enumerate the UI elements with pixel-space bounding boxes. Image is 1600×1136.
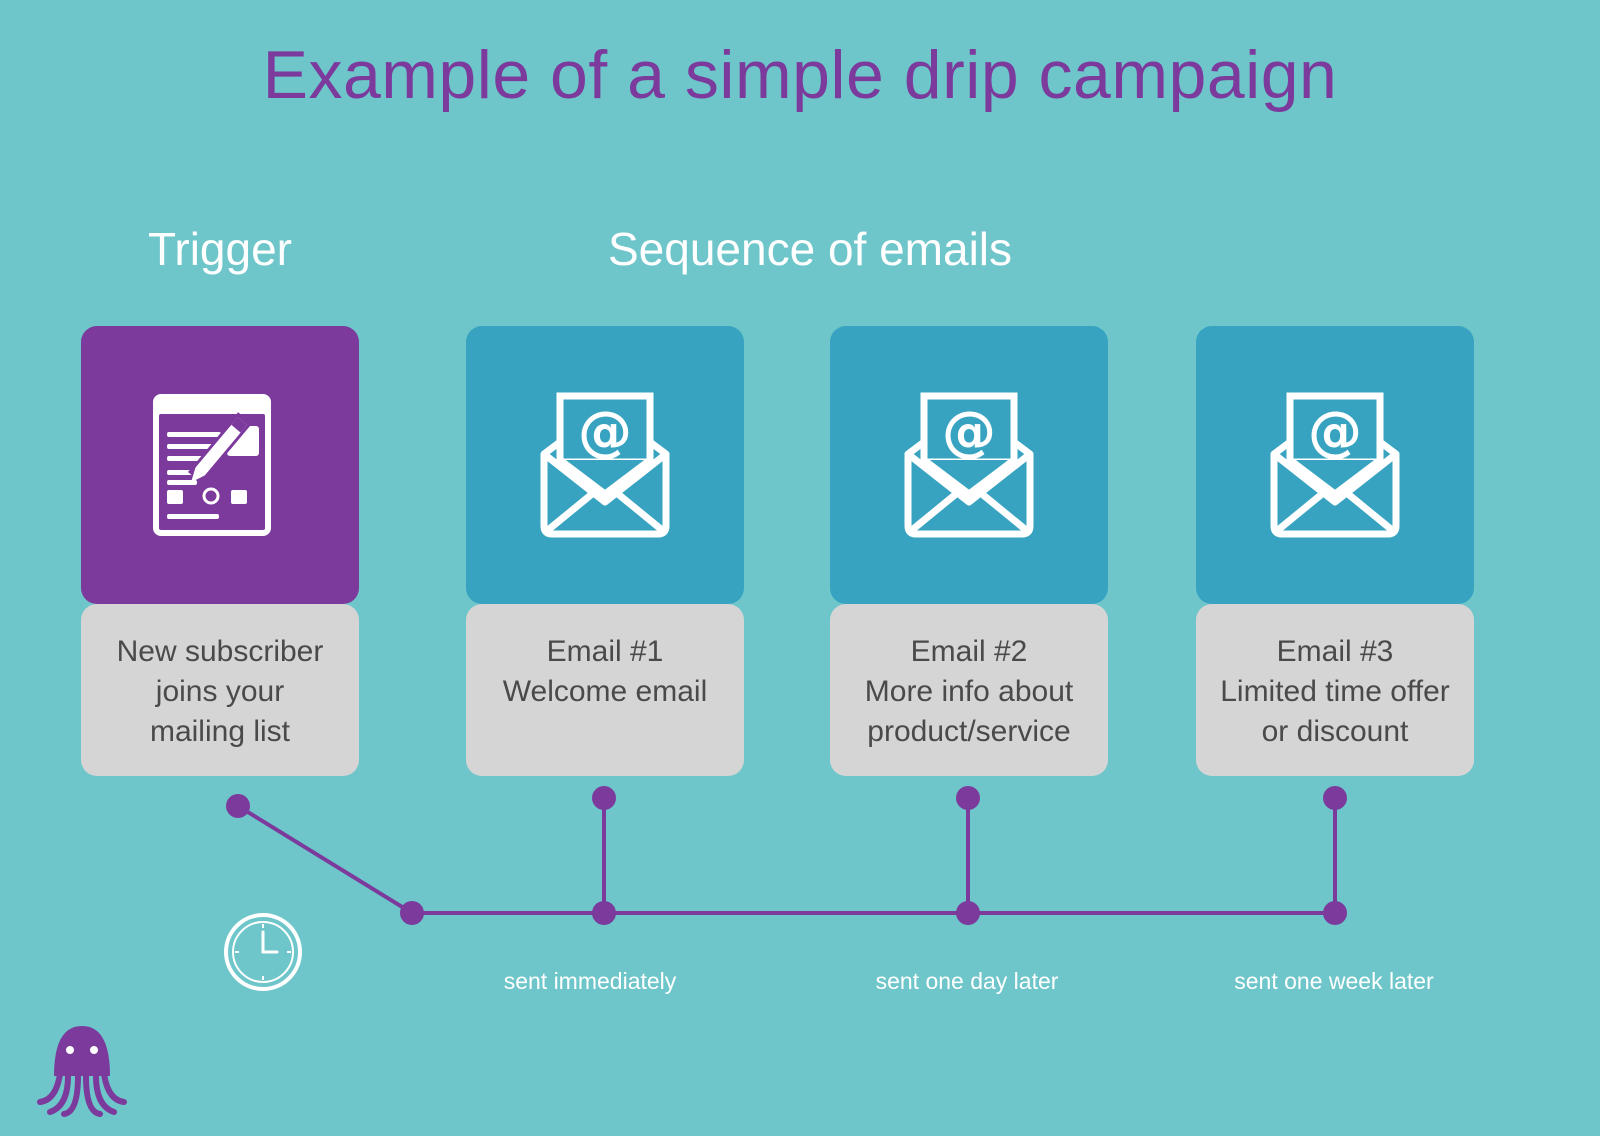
sequence-heading: Sequence of emails (607, 223, 1013, 275)
timeline-node (1323, 786, 1347, 810)
email-icon-box: @ (1196, 326, 1474, 604)
trigger-label-line: mailing list (149, 715, 291, 748)
timeline-node (592, 901, 616, 925)
timeline-node (226, 794, 250, 818)
email-step-2: @ Email #2 More info about product/servi… (830, 326, 1108, 776)
timeline-node (956, 901, 980, 925)
timeline-node (400, 901, 424, 925)
timing-label: sent immediately (503, 968, 677, 994)
page-title: Example of a simple drip campaign (262, 37, 1338, 113)
email-label-line: Email #2 (910, 635, 1028, 668)
trigger-label-line: joins your (155, 675, 285, 708)
trigger-connector-line (236, 804, 414, 915)
timeline-node (1323, 901, 1347, 925)
timeline-node (592, 786, 616, 810)
email-icon-box: @ (830, 326, 1108, 604)
timeline-node (956, 786, 980, 810)
email-label-line: Limited time offer (1220, 675, 1450, 708)
trigger-label-line: New subscriber (116, 635, 324, 668)
trigger-step: New subscriber joins your mailing list (81, 326, 359, 776)
svg-text:@: @ (942, 400, 996, 463)
signup-form-icon (153, 394, 271, 536)
email-label-box: Email #3 Limited time offer or discount (1196, 604, 1474, 776)
email-step-3: @ Email #3 Limited time offer or discoun… (1196, 326, 1474, 776)
email-label-line: More info about (864, 675, 1074, 708)
email-envelope-icon: @ (540, 392, 670, 538)
email-label-box: Email #1 Welcome email (466, 604, 744, 776)
trigger-icon-box (81, 326, 359, 604)
clock-icon (224, 913, 302, 991)
svg-text:@: @ (578, 400, 632, 463)
email-envelope-icon: @ (1270, 392, 1400, 538)
timing-label: sent one week later (1234, 968, 1434, 994)
timing-label: sent one day later (875, 968, 1059, 994)
email-label-line: Email #3 (1276, 635, 1394, 668)
email-label-line: or discount (1261, 715, 1409, 748)
svg-text:@: @ (1308, 400, 1362, 463)
trigger-label-box: New subscriber joins your mailing list (81, 604, 359, 776)
trigger-heading: Trigger (148, 223, 292, 275)
email-label-line: product/service (867, 715, 1071, 748)
email-label-box: Email #2 More info about product/service (830, 604, 1108, 776)
email-label-line: Welcome email (502, 675, 708, 708)
email-label-line: Email #1 (546, 635, 664, 668)
email-envelope-icon: @ (904, 392, 1034, 538)
email-step-1: @ Email #1 Welcome email (466, 326, 744, 776)
octopus-logo-icon (37, 1026, 127, 1117)
email-icon-box: @ (466, 326, 744, 604)
